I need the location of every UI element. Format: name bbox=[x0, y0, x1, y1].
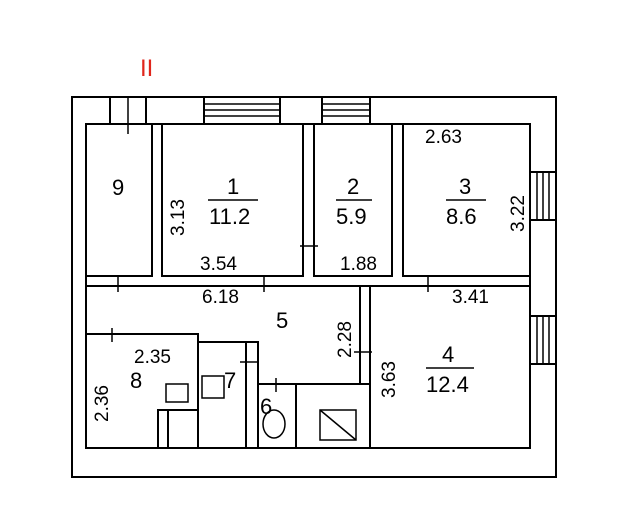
room-1-number: 1 bbox=[227, 174, 239, 199]
room-4-number: 4 bbox=[442, 342, 454, 367]
dim-room1-height: 3.13 bbox=[168, 199, 189, 236]
room-8-partition bbox=[157, 409, 198, 448]
dim-room4-height: 3.63 bbox=[379, 361, 400, 398]
fraction-bars bbox=[208, 199, 486, 369]
section-mark: II bbox=[140, 55, 153, 82]
dim-room1-width: 3.54 bbox=[200, 254, 237, 275]
room-4-area: 12.4 bbox=[426, 372, 469, 397]
window-mullions bbox=[127, 97, 550, 364]
dim-room3-top: 2.63 bbox=[425, 127, 462, 148]
room-8-number: 8 bbox=[130, 368, 142, 393]
dim-room8-height: 2.36 bbox=[92, 385, 113, 422]
room-5-number: 5 bbox=[276, 308, 288, 333]
sink-fixture-7 bbox=[201, 375, 225, 399]
stove-diagonal bbox=[319, 409, 357, 441]
dim-room3-side: 3.22 bbox=[508, 195, 529, 232]
toilet-fixture bbox=[262, 409, 286, 439]
room-9-outline bbox=[85, 123, 153, 277]
room-3-area: 8.6 bbox=[446, 204, 477, 229]
room-7-number: 7 bbox=[224, 368, 236, 393]
room-4-outline bbox=[369, 285, 531, 449]
room-1-area: 11.2 bbox=[209, 204, 250, 229]
room-9-number: 9 bbox=[112, 175, 124, 200]
stove-fixture bbox=[319, 409, 357, 441]
dim-room2-width: 1.88 bbox=[340, 254, 377, 275]
dim-room4-width: 3.41 bbox=[452, 287, 489, 308]
dim-room8-width: 2.35 bbox=[134, 347, 171, 368]
room-2-area: 5.9 bbox=[336, 204, 367, 229]
dim-corridor-height: 2.28 bbox=[335, 321, 356, 358]
room-6-number: 6 bbox=[260, 394, 272, 419]
outer-wall bbox=[71, 96, 557, 478]
door-marks bbox=[111, 245, 429, 392]
room-2-number: 2 bbox=[347, 174, 359, 199]
sink-fixture bbox=[165, 383, 189, 403]
room-3-number: 3 bbox=[459, 174, 471, 199]
dim-corridor-width: 6.18 bbox=[202, 287, 239, 308]
